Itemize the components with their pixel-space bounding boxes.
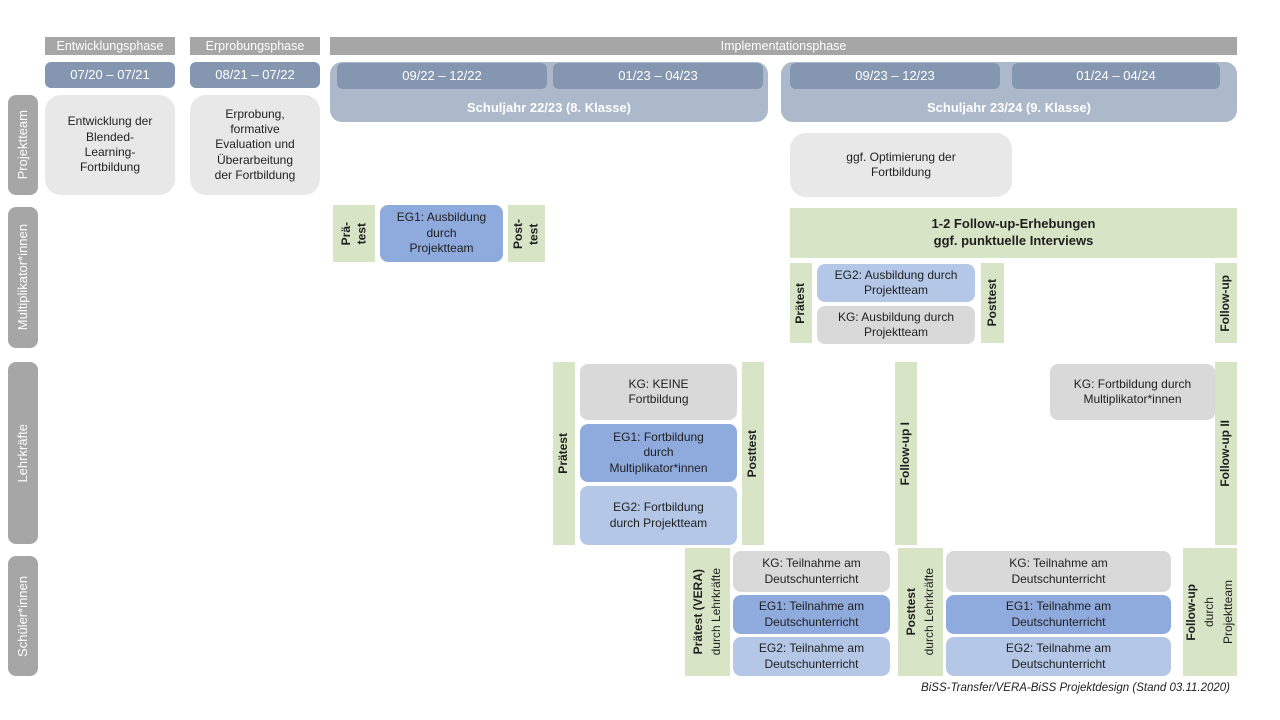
bar-label: Prä- test [338, 221, 368, 246]
box-kg-teilnahme-1: KG: Teilnahme am Deutschunterricht [733, 551, 890, 592]
box-kg-fortbildung-multiplikatoren: KG: Fortbildung durch Multiplikator*inne… [1050, 364, 1215, 420]
bar-sublabel: Projektteam [1220, 579, 1235, 645]
box-label: Entwicklung der Blended- Learning- Fortb… [67, 114, 153, 175]
sidebar-row-schueler: Schüler*innen [8, 556, 38, 676]
phase-label: Entwicklungsphase [56, 39, 164, 53]
bar-followup-schueler: Follow-up durch Projektteam [1183, 548, 1237, 676]
bar-sublabel: durch Lehrkräfte [709, 568, 723, 656]
row-label: Multiplikator*innen [14, 224, 30, 331]
box-label: KG: Teilnahme am Deutschunterricht [762, 556, 861, 586]
phase-label: Implementationsphase [720, 39, 847, 53]
date-range-pilot: 08/21 – 07/22 [190, 62, 320, 88]
box-label: KG: Ausbildung durch Projektteam [837, 309, 955, 339]
box-eg1-teilnahme-1: EG1: Teilnahme am Deutschunterricht [733, 595, 890, 634]
bar-label: Follow-up II [1218, 420, 1233, 487]
box-label: Erprobung, formative Evaluation und Über… [214, 106, 296, 183]
box-label: KG: KEINE Fortbildung [628, 376, 689, 406]
bar-posttest-lehrkraefte: Posttest [742, 362, 764, 545]
box-erprobung-evaluation: Erprobung, formative Evaluation und Über… [190, 95, 320, 195]
box-eg2-ausbildung: EG2: Ausbildung durch Projektteam [817, 264, 975, 302]
bar-sublabel: durch [1202, 596, 1217, 628]
row-label: Schüler*innen [14, 575, 30, 657]
box-label: ggf. Optimierung der Fortbildung [846, 149, 956, 179]
bar-praetest-multiplikatoren: Prä- test [333, 205, 375, 262]
sidebar-row-projektteam: Projektteam [8, 95, 38, 195]
box-eg2-teilnahme-2: EG2: Teilnahme am Deutschunterricht [946, 637, 1171, 676]
bar-label: Follow-up I [898, 421, 913, 486]
date-range-0123-0423: 01/23 – 04/23 [553, 63, 763, 89]
bar-label: Posttest [984, 279, 999, 327]
bar-label: Prätest [556, 433, 571, 474]
bar-label: Posttest [903, 588, 918, 636]
box-followup-erhebungen: 1-2 Follow-up-Erhebungen ggf. punktuelle… [790, 208, 1237, 258]
date-range-dev: 07/20 – 07/21 [45, 62, 175, 88]
date-range-0923-1223: 09/23 – 12/23 [790, 63, 1000, 89]
box-optimierung-fortbildung: ggf. Optimierung der Fortbildung [790, 133, 1012, 197]
box-label: EG1: Teilnahme am Deutschunterricht [1005, 599, 1112, 629]
bar-label: Follow-up [1218, 274, 1233, 332]
box-label: EG2: Fortbildung durch Projektteam [609, 500, 708, 530]
bar-label: Follow-up [1183, 583, 1198, 641]
date-label: 01/24 – 04/24 [1076, 67, 1156, 83]
sidebar-row-lehrkraefte: Lehrkräfte [8, 362, 38, 544]
box-kg-keine-fortbildung: KG: KEINE Fortbildung [580, 364, 737, 420]
bar-posttest-schueler: Posttest durch Lehrkräfte [898, 548, 943, 676]
box-label: EG1: Teilnahme am Deutschunterricht [758, 599, 865, 629]
phase-header-implementationsphase: Implementationsphase [330, 37, 1237, 55]
row-label: Lehrkräfte [14, 423, 30, 483]
bar-followup-multiplikatoren: Follow-up [1215, 263, 1237, 343]
box-kg-teilnahme-2: KG: Teilnahme am Deutschunterricht [946, 551, 1171, 592]
date-label: 09/23 – 12/23 [855, 67, 935, 83]
phase-header-erprobungsphase: Erprobungsphase [190, 37, 320, 55]
date-label: 01/23 – 04/23 [618, 67, 698, 83]
date-label: 09/22 – 12/22 [402, 67, 482, 83]
box-label: EG1: Fortbildung durch Multiplikator*inn… [609, 429, 708, 475]
box-eg2-teilnahme-1: EG2: Teilnahme am Deutschunterricht [733, 637, 890, 676]
box-label: EG1: Ausbildung durch Projektteam [396, 210, 487, 256]
box-kg-ausbildung: KG: Ausbildung durch Projektteam [817, 306, 975, 344]
box-entwicklung-fortbildung: Entwicklung der Blended- Learning- Fortb… [45, 95, 175, 195]
box-label: EG2: Teilnahme am Deutschunterricht [1005, 641, 1112, 671]
phase-label: Erprobungsphase [205, 39, 305, 53]
box-eg1-teilnahme-2: EG1: Teilnahme am Deutschunterricht [946, 595, 1171, 634]
bar-posttest-multiplikatoren: Post- test [508, 205, 545, 262]
box-label: KG: Teilnahme am Deutschunterricht [1009, 556, 1108, 586]
phase-header-entwicklungsphase: Entwicklungsphase [45, 37, 175, 55]
box-eg1-fortbildung: EG1: Fortbildung durch Multiplikator*inn… [580, 424, 737, 482]
row-label: Projektteam [14, 110, 30, 180]
bar-praetest2-multiplikatoren: Prätest [790, 263, 812, 343]
bar-praetest-lehrkraefte: Prätest [553, 362, 575, 545]
bar-label: Post- test [511, 218, 541, 249]
bar-label: Posttest [745, 429, 760, 478]
bar-followup1-lehrkraefte: Follow-up I [895, 362, 917, 545]
bar-praetest-vera-schueler: Prätest (VERA) durch Lehrkräfte [685, 548, 730, 676]
bar-label: Prätest (VERA) [690, 569, 705, 655]
date-label: 08/21 – 07/22 [215, 66, 295, 82]
diagram-caption: BiSS-Transfer/VERA-BiSS Projektdesign (S… [921, 682, 1230, 694]
box-label: EG2: Ausbildung durch Projektteam [834, 267, 958, 297]
bar-followup2-lehrkraefte: Follow-up II [1215, 362, 1237, 545]
school-year-label: Schuljahr 23/24 (9. Klasse) [926, 100, 1092, 115]
box-eg2-fortbildung: EG2: Fortbildung durch Projektteam [580, 486, 737, 545]
date-range-0922-1222: 09/22 – 12/22 [337, 63, 547, 89]
date-range-0124-0424: 01/24 – 04/24 [1012, 63, 1220, 89]
box-label: KG: Fortbildung durch Multiplikator*inne… [1073, 376, 1192, 406]
date-label: 07/20 – 07/21 [70, 66, 150, 82]
sidebar-row-multiplikatoren: Multiplikator*innen [8, 207, 38, 348]
box-label: EG2: Teilnahme am Deutschunterricht [758, 641, 865, 671]
school-year-label: Schuljahr 22/23 (8. Klasse) [466, 100, 632, 115]
box-eg1-ausbildung: EG1: Ausbildung durch Projektteam [380, 205, 503, 262]
bar-sublabel: durch Lehrkräfte [922, 568, 936, 656]
bar-posttest2-multiplikatoren: Posttest [981, 263, 1004, 343]
box-label: 1-2 Follow-up-Erhebungen ggf. punktuelle… [931, 216, 1096, 248]
bar-label: Prätest [793, 282, 808, 324]
